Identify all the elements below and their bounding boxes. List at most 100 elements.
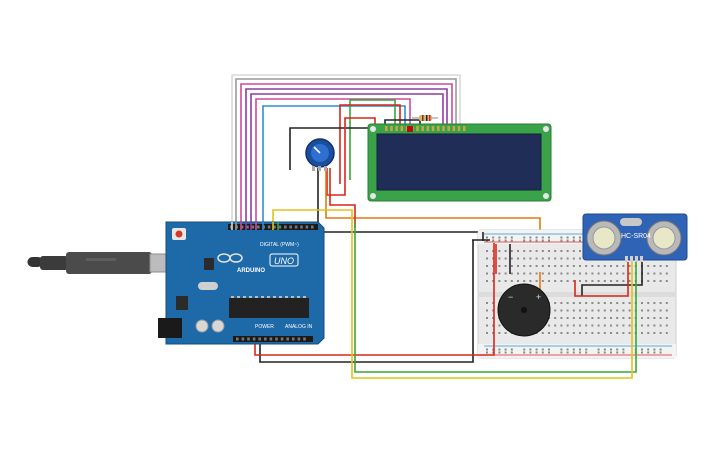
wire-white[interactable]: [231, 74, 461, 228]
wire-black-sensor[interactable]: [581, 262, 643, 296]
breadboard-hole: [647, 280, 650, 282]
arduino-uno-board[interactable]: ARDUINO UNO DIGITAL (PWM~) POWER ANALOG …: [158, 221, 325, 345]
breadboard-hole: [572, 317, 575, 319]
breadboard-hole: [628, 280, 631, 282]
power-analog-pin: [264, 337, 267, 341]
breadboard-hole: [616, 332, 619, 334]
breadboard-hole: [603, 309, 606, 312]
breadboard-hole: [517, 265, 519, 267]
breadboard-hole: [653, 324, 656, 327]
transducer-right: [646, 220, 682, 256]
wire-gray[interactable]: [235, 78, 457, 228]
lcd-pin: [463, 126, 466, 131]
breadboard-hole: [486, 309, 488, 312]
wire-red-lcd[interactable]: [339, 104, 401, 184]
breadboard-hole: [653, 302, 656, 304]
breadboard-hole: [659, 309, 662, 312]
breadboard-hole: [572, 280, 575, 282]
breadboard-rail-hole: [566, 236, 569, 239]
wire-green-echo[interactable]: [354, 222, 637, 373]
breadboard-hole: [659, 317, 662, 319]
breadboard-hole: [622, 265, 625, 267]
breadboard-rail-hole: [529, 236, 532, 239]
breadboard-rail-hole: [498, 239, 501, 242]
breadboard-rail-hole: [529, 348, 532, 351]
wire-blue[interactable]: [262, 105, 406, 228]
breadboard-hole: [579, 250, 581, 252]
breadboard-hole: [529, 265, 532, 267]
wire-pink-2[interactable]: [255, 98, 411, 228]
breadboard-hole: [622, 317, 625, 319]
breadboard-hole: [554, 302, 557, 304]
breadboard-hole: [585, 324, 588, 327]
breadboard-hole: [665, 280, 668, 282]
wire-red-sensor[interactable]: [574, 262, 629, 297]
breadboard-rail-hole: [548, 351, 550, 354]
breadboard-hole: [641, 332, 643, 334]
wire-purple-2[interactable]: [250, 93, 444, 228]
breadboard-hole: [504, 265, 507, 267]
breadboard-hole: [486, 332, 488, 334]
potentiometer-icon[interactable]: [305, 138, 335, 171]
breadboard-hole: [579, 309, 581, 312]
lcd-pin: [452, 126, 456, 131]
breadboard-rail-hole: [541, 236, 544, 239]
breadboard-rail-hole: [492, 236, 495, 239]
breadboard-hole: [591, 317, 594, 319]
breadboard-hole: [566, 324, 569, 327]
breadboard-hole: [541, 280, 544, 282]
wire-green-lcd[interactable]: [349, 99, 396, 180]
breadboard-rail-hole: [510, 348, 513, 351]
wire-pink[interactable]: [240, 83, 453, 228]
breadboard-hole: [572, 250, 575, 252]
wire-red-5v[interactable]: [254, 243, 495, 356]
wire-purple[interactable]: [245, 88, 448, 228]
breadboard-hole: [628, 317, 631, 319]
piezo-buzzer-icon[interactable]: − +: [497, 283, 551, 337]
breadboard-hole: [535, 265, 538, 267]
breadboard-hole: [665, 302, 668, 304]
breadboard-rail-hole: [622, 351, 625, 354]
breadboard-hole: [616, 265, 619, 267]
power-jack: [158, 318, 182, 338]
breadboard-hole: [566, 257, 569, 260]
breadboard-hole: [523, 280, 526, 282]
crystal-icon: [620, 218, 642, 226]
breadboard-hole: [610, 309, 612, 312]
breadboard-hole: [622, 309, 625, 312]
lcd-display[interactable]: [367, 123, 552, 202]
breadboard-rail-hole: [548, 239, 550, 242]
ultrasonic-sensor[interactable]: HC-SR04: [582, 213, 688, 262]
breadboard-hole: [579, 302, 581, 304]
digital-pin: [251, 225, 255, 229]
breadboard-hole: [566, 302, 569, 304]
breadboard-hole: [566, 272, 569, 275]
wire-black-gnd[interactable]: [259, 240, 474, 363]
breadboard-hole: [579, 317, 581, 319]
breadboard-hole: [572, 272, 575, 275]
breadboard-hole: [486, 317, 488, 319]
wire-red-pot-2[interactable]: [329, 168, 356, 228]
breadboard-hole: [641, 309, 643, 312]
breadboard-hole: [548, 332, 550, 334]
wire-red-pot[interactable]: [326, 117, 376, 196]
breadboard-hole: [579, 324, 581, 327]
breadboard-hole: [653, 280, 656, 282]
resistor-icon[interactable]: [412, 115, 438, 121]
breadboard-hole: [510, 265, 513, 267]
breadboard-hole: [603, 272, 606, 275]
wire-yellow-trig[interactable]: [272, 209, 633, 379]
breadboard-hole: [560, 250, 563, 252]
breadboard-hole: [659, 324, 662, 327]
breadboard-hole: [603, 324, 606, 327]
breadboard-rail-hole: [603, 351, 606, 354]
breadboard-hole: [535, 280, 538, 282]
breadboard-rail-hole: [616, 351, 619, 354]
digital-pin: [294, 225, 298, 229]
breadboard-hole: [579, 280, 581, 282]
atmega-chip: [229, 298, 309, 318]
breadboard-hole: [486, 302, 488, 304]
breadboard-hole: [641, 302, 643, 304]
breadboard-hole: [548, 257, 550, 260]
